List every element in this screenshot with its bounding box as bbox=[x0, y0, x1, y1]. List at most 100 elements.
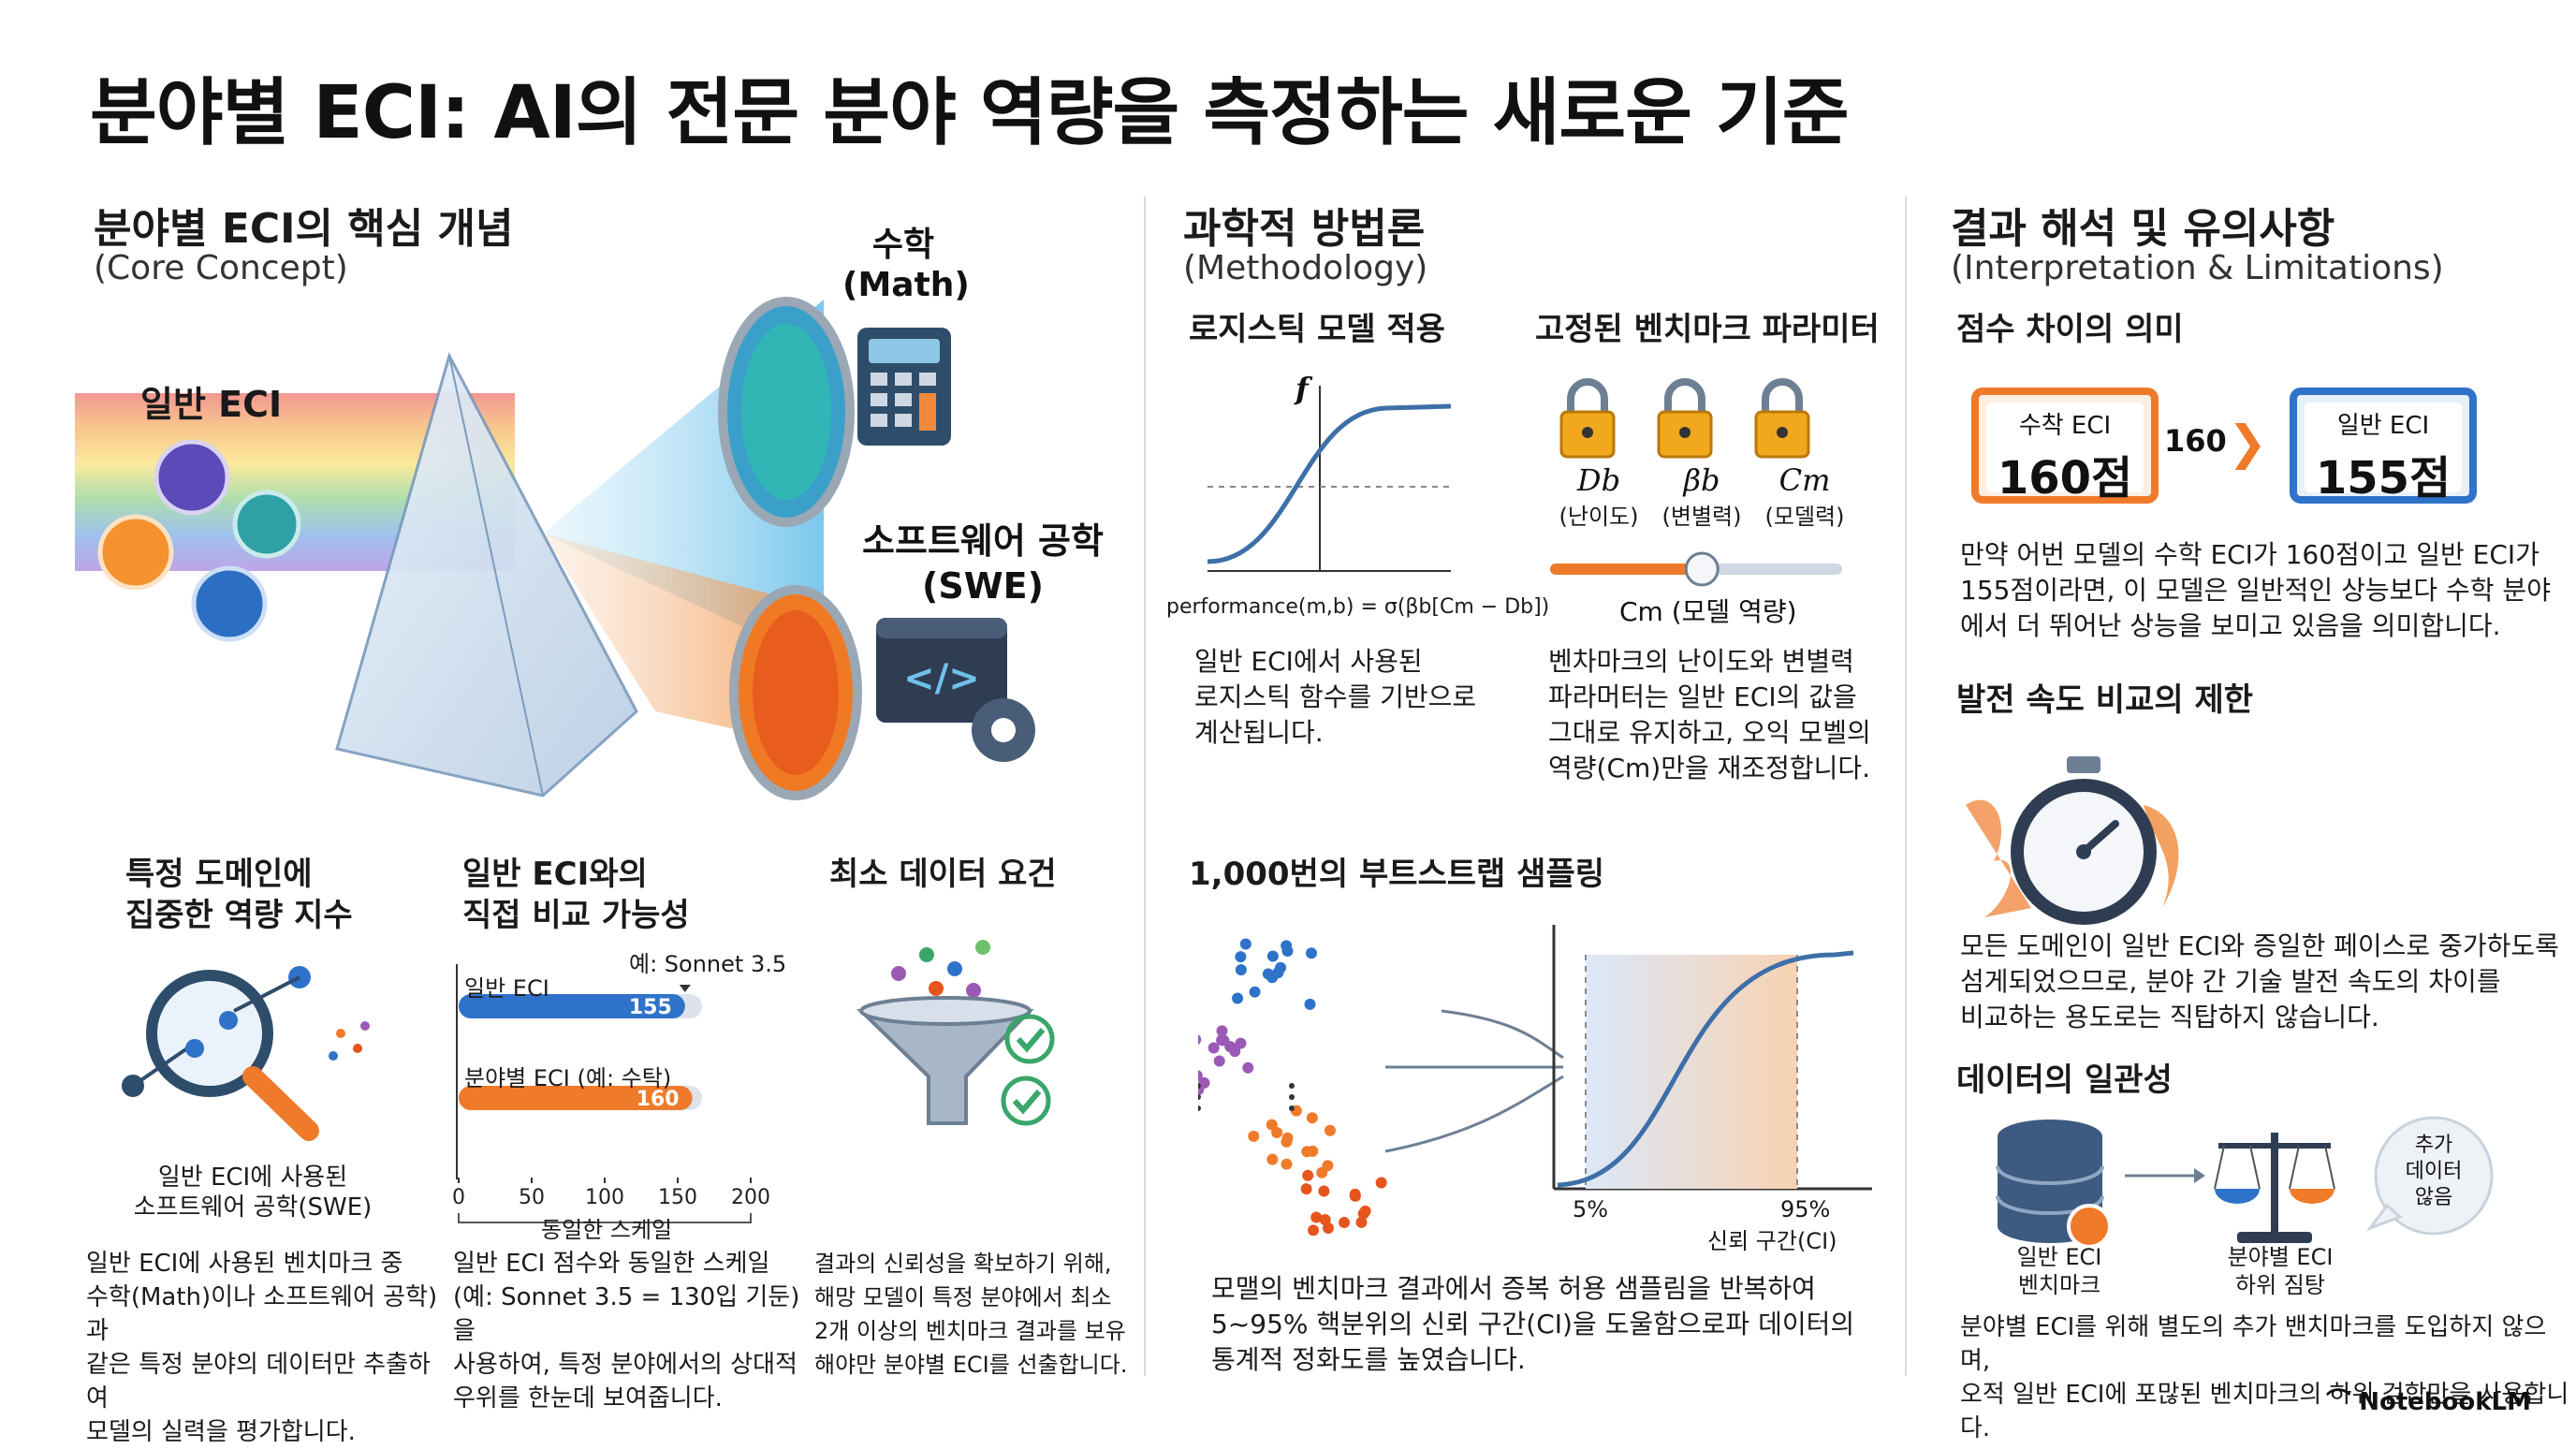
body-line: 로지스틱 함수를 기반으로 bbox=[1194, 680, 1476, 715]
prism-math-subtitle: (Math) bbox=[842, 266, 964, 304]
greater-than-icon: ❯ bbox=[2228, 416, 2267, 470]
body-line: 파라머터는 일반 ECI의 값을 bbox=[1548, 680, 1871, 715]
tick-label: 200 bbox=[731, 1186, 770, 1209]
card-domain-focus-heading-line2: 집중한 역량 지수 bbox=[125, 895, 353, 936]
logistic-body: 일반 ECI에서 사용된 로지스틱 함수를 기반으로 계산됩니다. bbox=[1194, 644, 1476, 751]
general-score-card: 일반 ECI 155점 bbox=[2290, 388, 2477, 504]
prism-math-label: 수학 (Math) bbox=[842, 217, 964, 304]
score-middle-value: 160 bbox=[2164, 423, 2227, 459]
ellipsis-dot bbox=[1289, 1105, 1295, 1111]
math-score-value: 160점 bbox=[1986, 441, 2144, 506]
sample-dot bbox=[1229, 1046, 1240, 1057]
body-line: 2개 이상의 벤치마크 결과를 보유 bbox=[814, 1314, 1151, 1348]
math-score-label: 수착 ECI bbox=[1986, 406, 2144, 441]
example-marker-icon bbox=[680, 985, 691, 992]
lock-icon bbox=[1756, 382, 1808, 457]
ci-label: 신뢰 구간(CI) bbox=[1707, 1222, 1837, 1255]
check-icon bbox=[1003, 1078, 1048, 1123]
sample-dot bbox=[1360, 1206, 1371, 1217]
lock2-symbol: βb bbox=[1655, 462, 1749, 498]
bootstrap-illustration bbox=[1198, 917, 1872, 1236]
body-line: 통계적 정화도를 높였습니다. bbox=[1211, 1342, 1854, 1378]
sample-dot bbox=[1339, 1217, 1350, 1228]
bubble-text: 추가 데이터 않음 bbox=[2398, 1133, 2469, 1211]
tick-label: 0 bbox=[452, 1186, 465, 1209]
body-line: 모맬의 벤치마크 결과에서 증복 허용 샘플림을 반복하여 bbox=[1211, 1271, 1854, 1307]
body-line: 결과의 신뢰성을 확보하기 위해, bbox=[814, 1247, 1151, 1281]
body-line: 에서 더 뛰어난 상능을 보미고 있음을 의미합니다. bbox=[1960, 608, 2551, 644]
sample-dot bbox=[1308, 1224, 1319, 1236]
page-title: 분야별 ECI: AI의 전문 분야 역량을 측정하는 새로운 기준 bbox=[90, 54, 1849, 159]
lock3-symbol: Cm bbox=[1758, 462, 1852, 498]
bubble-line: 데이터 bbox=[2398, 1159, 2469, 1185]
sample-dot bbox=[1214, 1056, 1225, 1067]
sample-dot bbox=[1320, 1214, 1331, 1225]
calculator-icon bbox=[857, 328, 951, 446]
caption-line: 분야별 ECI bbox=[2205, 1243, 2355, 1271]
ci-lower-label: 5% bbox=[1573, 1196, 1608, 1222]
body-line: 모델의 실력을 평가합니다. bbox=[86, 1415, 442, 1449]
caption-line: 소프트웨어 공학(SWE) bbox=[112, 1193, 393, 1222]
bootstrap-heading: 1,000번의 부트스트랩 샘플링 bbox=[1189, 854, 1604, 895]
logistic-formula: performance(m,b) = σ(βb[Cm − Db]) bbox=[1166, 595, 1549, 619]
body-line: 5~95% 핵분위의 신뢰 구간(CI)을 도울함으로파 데이터의 bbox=[1211, 1307, 1854, 1342]
sample-dot bbox=[1236, 964, 1247, 975]
general-score-label: 일반 ECI bbox=[2305, 406, 2462, 441]
speed-body: 모든 도메인이 일반 ECI와 증일한 페이스로 중가하도록 섬게되었으므로, … bbox=[1960, 929, 2559, 1035]
body-line: 만약 어번 모델의 수학 ECI가 160점이고 일반 ECI가 bbox=[1960, 537, 2551, 573]
slider-fill bbox=[1550, 564, 1702, 575]
lock-labels: Db(난이도) βb(변별력) Cm(모델력) bbox=[1552, 462, 1852, 531]
sample-dot bbox=[1281, 1159, 1292, 1170]
data-heading: 데이터의 일관성 bbox=[1956, 1060, 2173, 1101]
card-domain-focus-caption: 일반 ECI에 사용된 소프트웨어 공학(SWE) bbox=[112, 1163, 393, 1222]
body-line: 수학(Math)이나 소프트웨어 공학)과 bbox=[86, 1281, 442, 1348]
lock-icon bbox=[1561, 382, 1614, 457]
score-heading: 점수 차이의 의미 bbox=[1956, 309, 2184, 350]
ellipsis-dot bbox=[1198, 1105, 1201, 1111]
body-line: 155점이라면, 이 모델은 일반적인 상능보다 수학 분야 bbox=[1960, 573, 2551, 608]
body-line: 일반 ECI에 사용된 벤치마크 중 bbox=[86, 1247, 442, 1281]
body-line: 일반 ECI에서 사용된 bbox=[1194, 644, 1476, 680]
lock1-symbol: Db bbox=[1552, 462, 1646, 498]
sample-dot bbox=[1305, 999, 1316, 1010]
magnifier-network-icon bbox=[112, 955, 393, 1142]
column-divider bbox=[1144, 197, 1146, 1376]
sample-dot bbox=[1307, 1112, 1318, 1123]
sample-dot bbox=[1266, 1154, 1278, 1165]
bubble-line: 않음 bbox=[2398, 1185, 2469, 1211]
sample-dot bbox=[1306, 947, 1317, 959]
lock2-caption: (변별력) bbox=[1655, 498, 1749, 531]
sample-dot bbox=[1240, 939, 1251, 950]
card-domain-focus-body: 일반 ECI에 사용된 벤치마크 중 수학(Math)이나 소프트웨어 공학)과… bbox=[86, 1247, 442, 1449]
tick-label: 150 bbox=[658, 1186, 697, 1209]
logistic-f-label: f bbox=[1295, 371, 1309, 406]
sample-dot bbox=[1263, 968, 1274, 979]
sample-dot bbox=[1242, 1062, 1253, 1074]
sample-dot bbox=[1282, 1133, 1294, 1144]
funnel-icon bbox=[842, 917, 1067, 1142]
confidence-interval-band bbox=[1586, 955, 1797, 1189]
bootstrap-body: 모맬의 벤치마크 결과에서 증복 허용 샘플림을 반복하여 5~95% 핵분위의… bbox=[1211, 1271, 1854, 1378]
sample-dot bbox=[1235, 951, 1246, 962]
logistic-curve bbox=[1208, 406, 1451, 562]
axis-note: 동일한 스케일 bbox=[541, 1211, 672, 1244]
sample-dot bbox=[1217, 1025, 1228, 1036]
body-line: 역량(Cm)만을 재조정합니다. bbox=[1548, 751, 1871, 786]
capability-slider[interactable] bbox=[1546, 550, 1846, 588]
brand-text: NotebookLM bbox=[2359, 1388, 2531, 1416]
bar-value-label: 155 bbox=[629, 996, 672, 1019]
general-score-value: 155점 bbox=[2305, 441, 2462, 506]
speed-heading: 발전 속도 비교의 제한 bbox=[1956, 680, 2253, 721]
sample-dot bbox=[1325, 1125, 1336, 1136]
database-icon bbox=[1998, 1120, 2110, 1247]
methodology-subheading: (Methodology) bbox=[1183, 249, 1427, 287]
tick-label: 100 bbox=[585, 1186, 624, 1209]
prism-swe-title: 소프트웨어 공학 bbox=[842, 519, 1123, 564]
interpretation-subheading: (Interpretation & Limitations) bbox=[1951, 249, 2444, 287]
stopwatch-icon bbox=[1956, 749, 2200, 936]
slider-knob[interactable] bbox=[1686, 553, 1718, 585]
gear-icon bbox=[972, 698, 1035, 762]
sample-dot bbox=[1355, 1217, 1367, 1228]
lock-icons bbox=[1554, 374, 1863, 468]
